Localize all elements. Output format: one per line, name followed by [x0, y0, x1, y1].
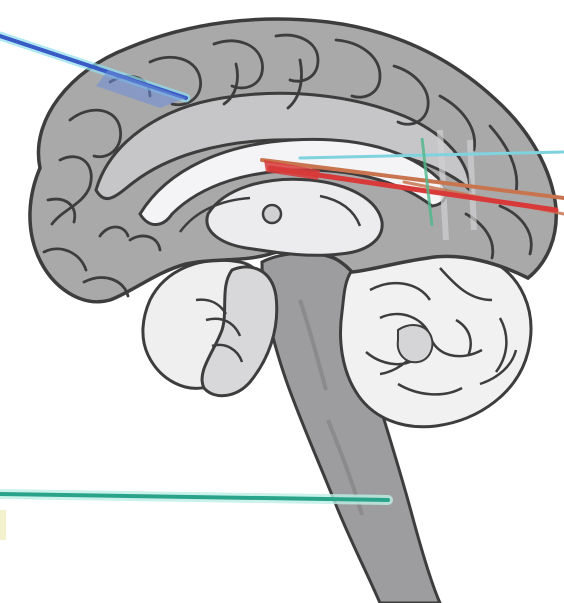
interthalamic-adhesion	[263, 205, 281, 223]
left-edge-mark	[0, 510, 6, 540]
arbor-vitae	[398, 325, 433, 362]
